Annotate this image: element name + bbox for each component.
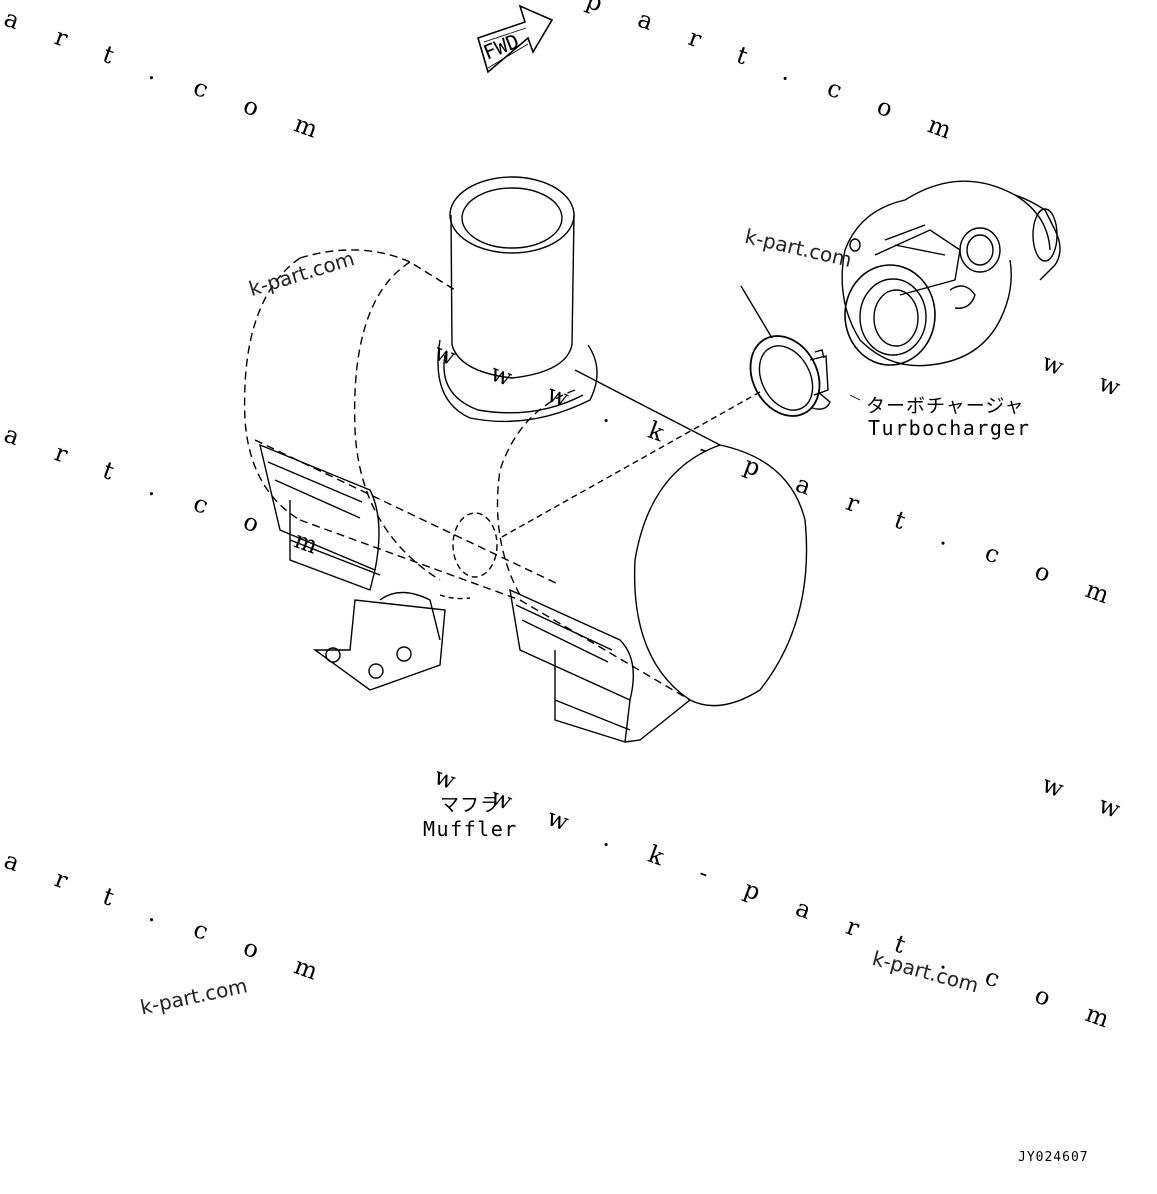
turbocharger	[841, 180, 1061, 367]
muffler-jp-label: マフラ	[440, 794, 501, 816]
clamp	[499, 285, 831, 539]
drawing-code: JY024607	[1018, 1150, 1089, 1165]
muffler-en-label: Muffler	[423, 817, 518, 841]
fwd-label: FWD	[480, 29, 522, 65]
fwd-arrow: FWD	[477, 4, 554, 74]
turbocharger-en-label: Turbocharger	[868, 416, 1031, 440]
muffler	[243, 176, 808, 743]
turbocharger-jp-label: ターボチャージャ	[866, 395, 1025, 417]
